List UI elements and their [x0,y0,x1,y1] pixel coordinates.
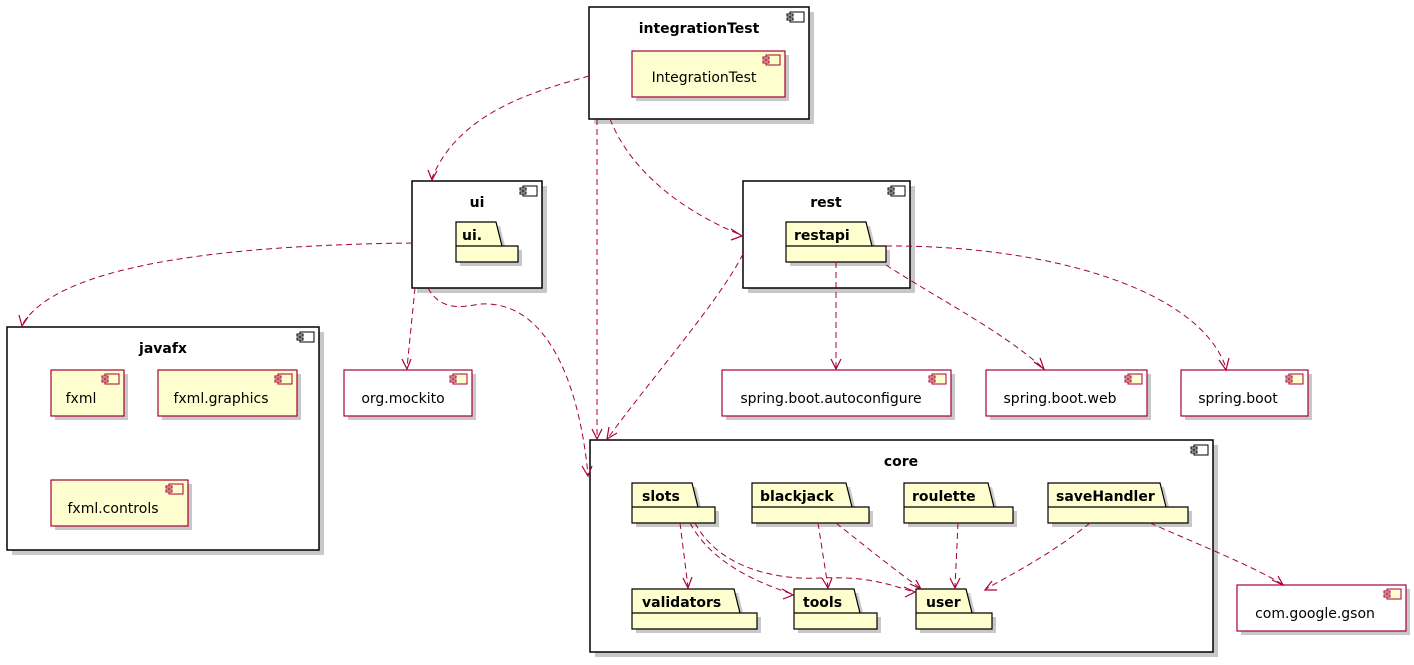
component-label: spring.boot.web [1004,391,1117,407]
component-icon [165,483,184,495]
package-blackjack: blackjack [751,482,873,527]
component-label: com.google.gson [1255,606,1375,622]
component-icon [519,185,538,197]
component-org-mockito: org.mockito [343,369,476,420]
component-label: IntegrationTest [652,70,757,86]
package-user: user [915,588,996,633]
edge-blackjack-tools [817,522,829,588]
package-label: blackjack [760,489,834,505]
edge-roulette-user [954,522,959,588]
package-roulette: roulette [903,482,1017,527]
component-icon [1285,373,1304,385]
component-icon [101,373,120,385]
component-icon [449,373,468,385]
package-label: ui. [462,228,482,244]
edge-restapi-spring-boot [885,245,1227,369]
package-label: saveHandler [1056,489,1155,505]
edge-saveHandler-gson [1149,522,1283,585]
package-slots: slots [631,482,719,527]
package-label: tools [803,595,842,611]
component-fxml: fxml [50,369,128,420]
container-title: integrationTest [639,21,760,37]
container-title: javafx [138,341,187,357]
component-IntegrationTest: IntegrationTest [631,50,789,101]
package-saveHandler: saveHandler [1047,482,1192,527]
component-spring-boot-autoconfigure: spring.boot.autoconfigure [721,369,955,420]
component-label: spring.boot [1198,391,1278,407]
package-label: validators [642,595,721,611]
component-fxml-controls: fxml.controls [50,479,192,530]
component-label: fxml.controls [67,501,158,517]
package-label: user [926,595,961,611]
component-icon [274,373,293,385]
edge-slots-user [694,522,915,593]
component-label: org.mockito [361,391,444,407]
package-label: restapi [794,228,850,244]
component-label: spring.boot.autoconfigure [740,391,921,407]
component-icon [1190,444,1209,456]
container-title: ui [470,195,485,211]
edge-blackjack-user [835,522,921,589]
component-spring-boot-web: spring.boot.web [985,369,1151,420]
component-label: fxml.graphics [173,391,268,407]
component-com-google-gson: com.google.gson [1236,584,1410,635]
container-title: core [884,454,918,470]
package-ui: ui. [455,221,522,266]
component-icon [762,54,781,66]
package-label: slots [642,489,680,505]
edge-slots-validators [679,522,689,588]
component-icon [928,373,947,385]
component-fxml-graphics: fxml.graphics [157,369,301,420]
edge-integrationTest-ui [431,75,590,179]
edge-ui-javafx [21,242,413,326]
component-spring-boot: spring.boot [1180,369,1312,420]
edge-rest-core [607,253,744,439]
edge-integrationTest-rest [609,118,742,236]
component-icon [786,11,805,23]
container-title: rest [810,195,842,211]
edge-ui-core [427,287,589,476]
component-icon [887,185,906,197]
edge-restapi-web [885,264,1044,369]
component-icon [1383,588,1402,600]
component-icon [296,331,315,343]
package-tools: tools [793,588,881,633]
package-validators: validators [631,588,761,633]
edge-slots-tools [689,522,793,595]
package-restapi: restapi [785,221,890,266]
package-label: roulette [912,489,976,505]
edges [18,75,1285,600]
component-label: fxml [66,391,97,407]
edge-ui-org-mockito [406,287,416,369]
component-icon [1124,373,1143,385]
edge-saveHandler-user [985,522,1091,590]
